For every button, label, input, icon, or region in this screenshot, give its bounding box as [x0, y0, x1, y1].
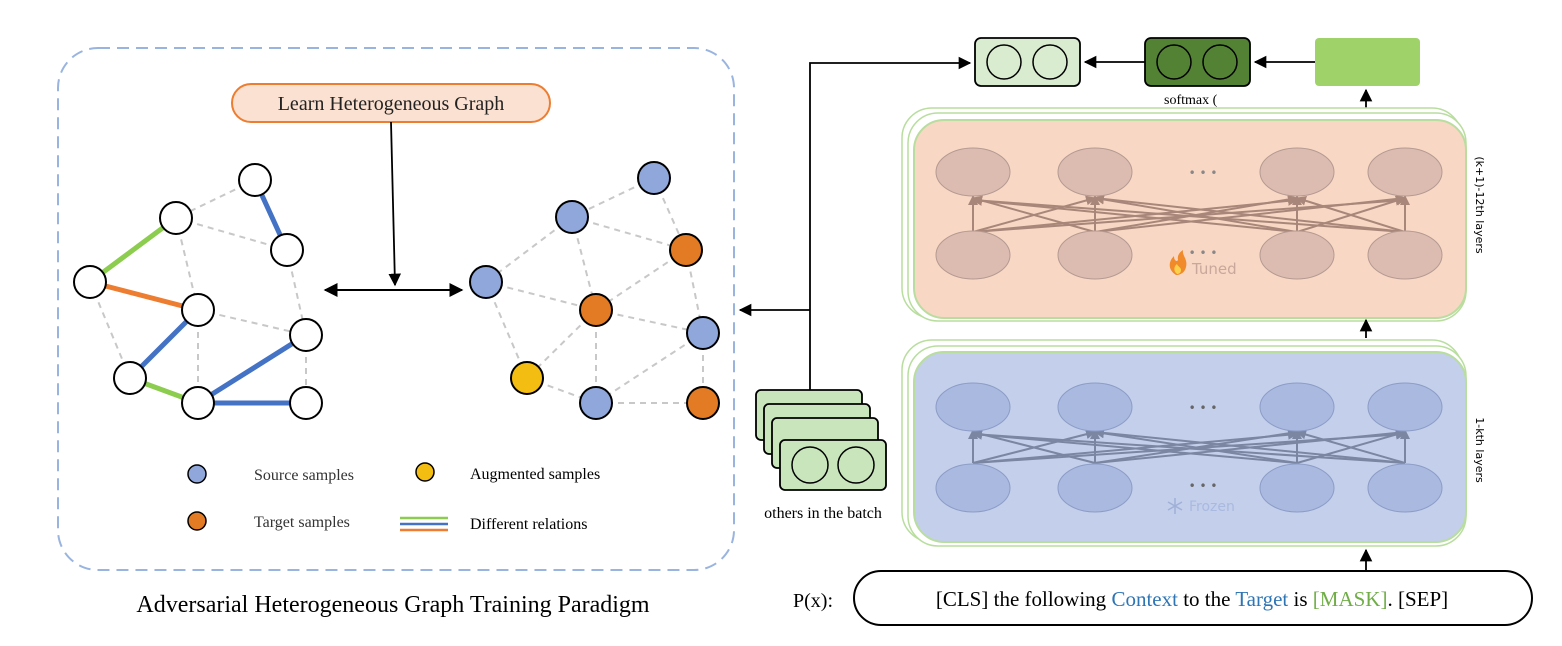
prompt-box: [853, 570, 1533, 626]
neuron: [1057, 147, 1133, 197]
neuron: [1259, 147, 1335, 197]
target-node: [669, 233, 703, 267]
prompt-part-to: to the: [1178, 587, 1235, 611]
neuron: [1259, 382, 1335, 432]
graph-node: [159, 201, 193, 235]
target-node: [579, 293, 613, 327]
left-graph-nodes: [73, 163, 323, 420]
neuron: [1057, 382, 1133, 432]
others-in-batch-label: others in the batch: [764, 505, 882, 522]
tuned-neurons: [935, 147, 1443, 280]
graph-node: [73, 265, 107, 299]
augmented-node: [510, 361, 544, 395]
softmax-cell: [1156, 44, 1192, 80]
prompt-part-is: is: [1288, 587, 1313, 611]
source-node: [469, 265, 503, 299]
upper-layers-label: (k+1)-12th layers: [1473, 156, 1486, 254]
prompt-part-cls: [CLS] the following: [936, 587, 1112, 611]
prompt-part-sep: . [SEP]: [1387, 587, 1448, 611]
prompt-context-word: Context: [1111, 587, 1178, 611]
batch-stack: [755, 389, 887, 491]
tuned-layers-block: [901, 107, 1467, 322]
fire-icon: [1169, 250, 1187, 275]
neuron: [935, 230, 1011, 280]
frozen-label: Frozen: [1189, 499, 1235, 515]
left-dashed-frame: [57, 47, 735, 571]
tuned-ellipsis-bottom: • • •: [1189, 246, 1218, 260]
graph-node: [289, 386, 323, 420]
source-node: [555, 200, 589, 234]
frozen-connections: [968, 427, 1410, 464]
output-vector-cell: [986, 44, 1022, 80]
learn-down-arrow: [388, 121, 402, 287]
legend-source-label: Source samples: [254, 467, 354, 484]
prompt-prefix: P(x):: [793, 590, 833, 612]
neuron: [1259, 230, 1335, 280]
legend-target-swatch: [187, 511, 207, 531]
legend-augmented-swatch: [415, 462, 435, 482]
tuned-label: Tuned: [1191, 260, 1237, 278]
neuron: [1057, 463, 1133, 513]
tuned-connections: [968, 194, 1410, 233]
lower-layers-label: 1-kth layers: [1473, 417, 1486, 483]
batch-cell: [837, 446, 875, 484]
graph-node: [113, 361, 147, 395]
softmax-label: softmax (: [1164, 93, 1218, 108]
neuron: [1259, 463, 1335, 513]
graph-node: [181, 386, 215, 420]
tuned-ellipsis-top: • • •: [1189, 166, 1218, 180]
left-caption: Adversarial Heterogeneous Graph Training…: [136, 592, 650, 618]
learn-graph-label: Learn Heterogeneous Graph: [278, 93, 505, 115]
frozen-neurons: [935, 382, 1443, 513]
source-node: [686, 316, 720, 350]
neuron: [935, 382, 1011, 432]
neuron: [1057, 230, 1133, 280]
legend-relations-swatch: [400, 516, 448, 532]
prompt-mask-token: [MASK]: [1313, 587, 1388, 611]
prompt-target-word: Target: [1235, 587, 1288, 611]
neuron: [1367, 463, 1443, 513]
right-graph-nodes: [469, 161, 720, 420]
source-node: [637, 161, 671, 195]
output-vector-cell: [1032, 44, 1068, 80]
graph-node: [270, 233, 304, 267]
legend-target-label: Target samples: [254, 514, 350, 531]
softmax-cell: [1202, 44, 1238, 80]
graph-node: [238, 163, 272, 197]
neuron: [935, 147, 1011, 197]
snowflake-icon: [1167, 498, 1183, 514]
legend-relations-label: Different relations: [470, 516, 587, 533]
neuron: [935, 463, 1011, 513]
source-node: [579, 386, 613, 420]
graph-node: [181, 293, 215, 327]
frozen-layers-block: [901, 339, 1467, 547]
prompt-text: [CLS] the following Context to the Targe…: [936, 587, 1448, 611]
legend-augmented-label: Augmented samples: [470, 466, 600, 483]
mask-embedding-box: [1315, 38, 1420, 86]
neuron: [1367, 147, 1443, 197]
target-node: [686, 386, 720, 420]
batch-to-output-line: [809, 56, 972, 390]
graph-node: [289, 318, 323, 352]
legend-source-swatch: [187, 464, 207, 484]
frozen-ellipsis-bottom: • • •: [1189, 479, 1218, 493]
batch-cell: [791, 446, 829, 484]
neuron: [1367, 230, 1443, 280]
frozen-ellipsis-top: • • •: [1189, 401, 1218, 415]
neuron: [1367, 382, 1443, 432]
